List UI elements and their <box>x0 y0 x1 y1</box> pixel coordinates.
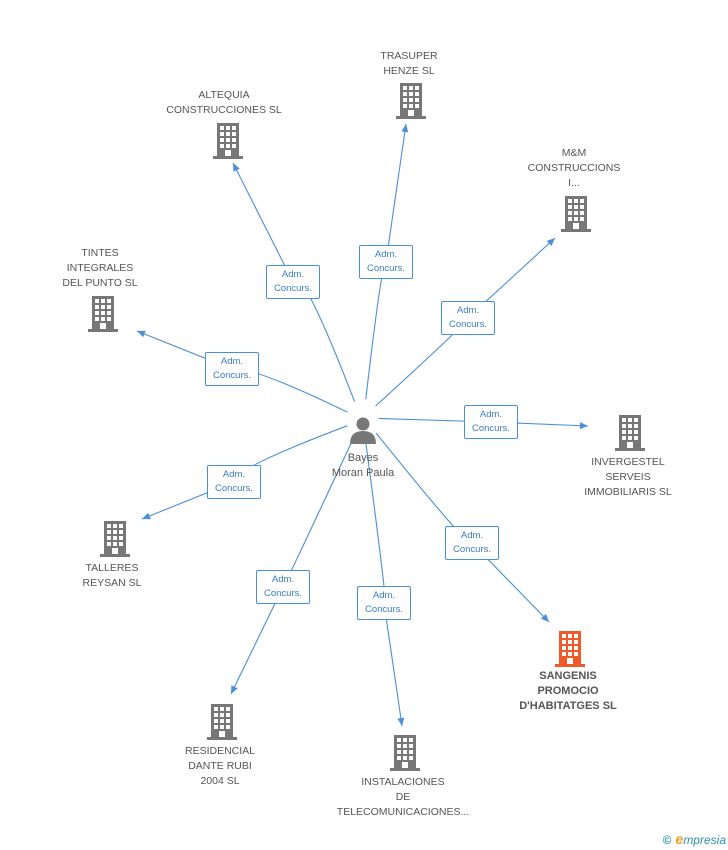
arrow-head-altequia <box>233 163 240 172</box>
building-icon-residencial[interactable] <box>207 704 237 740</box>
relation-badge-trasuper[interactable]: Adm.Concurs. <box>359 245 413 279</box>
arrow-head-talleres <box>142 512 151 520</box>
copyright-symbol: © <box>662 833 672 847</box>
relation-badge-mm[interactable]: Adm.Concurs. <box>441 301 495 335</box>
arrow-head-mm <box>546 238 555 246</box>
arrow-head-residencial <box>231 685 238 694</box>
relation-badge-instalaciones[interactable]: Adm.Concurs. <box>357 586 411 620</box>
building-icon-mm[interactable] <box>561 196 591 232</box>
arrow-head-sangenis <box>540 613 549 622</box>
building-icon-altequia[interactable] <box>213 123 243 159</box>
brand-logo-text: mpresia <box>683 833 726 847</box>
building-icon-sangenis[interactable] <box>555 631 585 667</box>
building-icon-talleres[interactable] <box>100 521 130 557</box>
building-icon-tintes[interactable] <box>88 296 118 332</box>
arrow-head-instalaciones <box>397 717 405 726</box>
building-icon-instalaciones[interactable] <box>390 735 420 771</box>
arrow-head-tintes <box>137 330 146 338</box>
relation-badge-altequia[interactable]: Adm.Concurs. <box>266 265 320 299</box>
relation-edge-instalaciones <box>364 440 403 727</box>
footer-brand: ©empresia <box>663 831 726 847</box>
arrow-head-invergestel <box>579 422 588 430</box>
relation-badge-invergestel[interactable]: Adm.Concurs. <box>464 405 518 439</box>
person-icon[interactable] <box>350 417 376 445</box>
relation-badge-tintes[interactable]: Adm.Concurs. <box>205 352 259 386</box>
arrow-head-trasuper <box>401 124 409 133</box>
brand-logo-initial: e <box>675 831 684 847</box>
relation-badge-residencial[interactable]: Adm.Concurs. <box>256 570 310 604</box>
building-icon-invergestel[interactable] <box>615 415 645 451</box>
relation-badge-talleres[interactable]: Adm.Concurs. <box>207 465 261 499</box>
relation-badge-sangenis[interactable]: Adm.Concurs. <box>445 526 499 560</box>
building-icon-trasuper[interactable] <box>396 83 426 119</box>
